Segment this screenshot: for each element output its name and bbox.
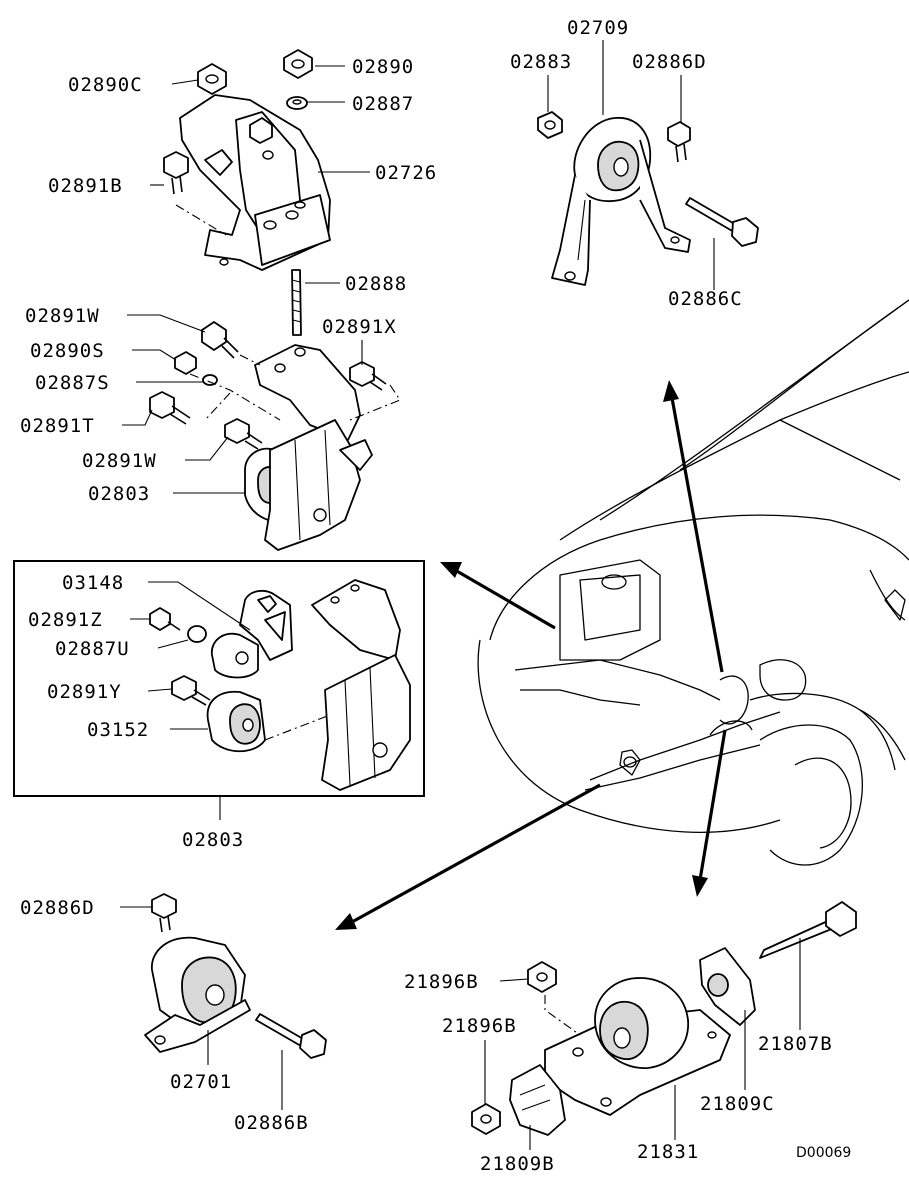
- mount-02709: [551, 117, 691, 286]
- bolt-02891X: [349, 361, 387, 391]
- label-02890S: 02890S: [30, 340, 105, 362]
- car-body-outline: [477, 299, 909, 866]
- bolt-02891W-b: [224, 418, 263, 450]
- label-03152: 03152: [87, 719, 149, 741]
- label-21809C: 21809C: [700, 1093, 775, 1115]
- bolt-02886D-bottom: [151, 893, 177, 933]
- label-02886C: 02886C: [668, 288, 743, 310]
- diagram-code: D00069: [796, 1145, 851, 1161]
- label-02891Z: 02891Z: [28, 609, 103, 631]
- label-02887: 02887: [352, 93, 414, 115]
- label-21809B: 21809B: [480, 1153, 555, 1175]
- label-02886D-bottom: 02886D: [20, 897, 95, 919]
- bracket-02726: [179, 94, 331, 271]
- label-21807B: 21807B: [758, 1033, 833, 1055]
- label-02890C: 02890C: [68, 74, 143, 96]
- stopper-21809B: [509, 1064, 566, 1136]
- nut-02890S: [174, 351, 197, 375]
- bolt-21807B: [759, 901, 857, 959]
- inset-box: [13, 560, 425, 797]
- label-21896B-b: 21896B: [442, 1015, 517, 1037]
- label-02891Y: 02891Y: [47, 681, 122, 703]
- leader-lines: [120, 40, 801, 1150]
- label-02701: 02701: [170, 1071, 232, 1093]
- mount-02701: [144, 936, 251, 1053]
- label-02886D-top: 02886D: [632, 51, 707, 73]
- label-02890: 02890: [352, 56, 414, 78]
- label-02887S: 02887S: [35, 372, 110, 394]
- inset-parts: [149, 579, 411, 791]
- bolt-02891W-a: [201, 321, 239, 359]
- washer-02887S: [202, 374, 218, 386]
- washer-02887: [286, 96, 308, 110]
- bolt-02891B: [163, 151, 189, 195]
- nut-02883: [537, 111, 563, 139]
- nut-21896B-b: [471, 1103, 501, 1135]
- stud-02888: [291, 269, 302, 336]
- label-02891X: 02891X: [322, 316, 397, 338]
- label-21896B-a: 21896B: [404, 971, 479, 993]
- label-02803-top: 02803: [88, 483, 150, 505]
- label-02886B: 02886B: [234, 1112, 309, 1134]
- label-02883: 02883: [510, 51, 572, 73]
- part-labels: 02709 02883 02886D 02886C 02890C 02890 0…: [20, 17, 851, 1175]
- label-02888: 02888: [345, 273, 407, 295]
- stopper-21809C: [699, 947, 756, 1026]
- assembly-02803-top: [244, 344, 373, 551]
- label-02803-box: 02803: [182, 829, 244, 851]
- bolt-02886C: [685, 197, 759, 247]
- nut-21896B-a: [527, 961, 557, 993]
- label-02891B: 02891B: [48, 175, 123, 197]
- bolt-02886B: [255, 1013, 327, 1059]
- label-02891W-b: 02891W: [82, 450, 157, 472]
- nut-02890C: [197, 63, 227, 95]
- label-02891W-a: 02891W: [25, 305, 100, 327]
- label-02887U: 02887U: [55, 638, 130, 660]
- label-21831: 21831: [637, 1141, 699, 1163]
- label-02726: 02726: [375, 162, 437, 184]
- label-02891T: 02891T: [20, 415, 95, 437]
- label-03148: 03148: [62, 572, 124, 594]
- label-02709: 02709: [567, 17, 629, 39]
- pointer-arrows: [335, 380, 727, 930]
- bolt-02891T: [149, 391, 191, 425]
- bolt-02886D-top: [667, 121, 691, 163]
- nut-02890: [283, 49, 313, 79]
